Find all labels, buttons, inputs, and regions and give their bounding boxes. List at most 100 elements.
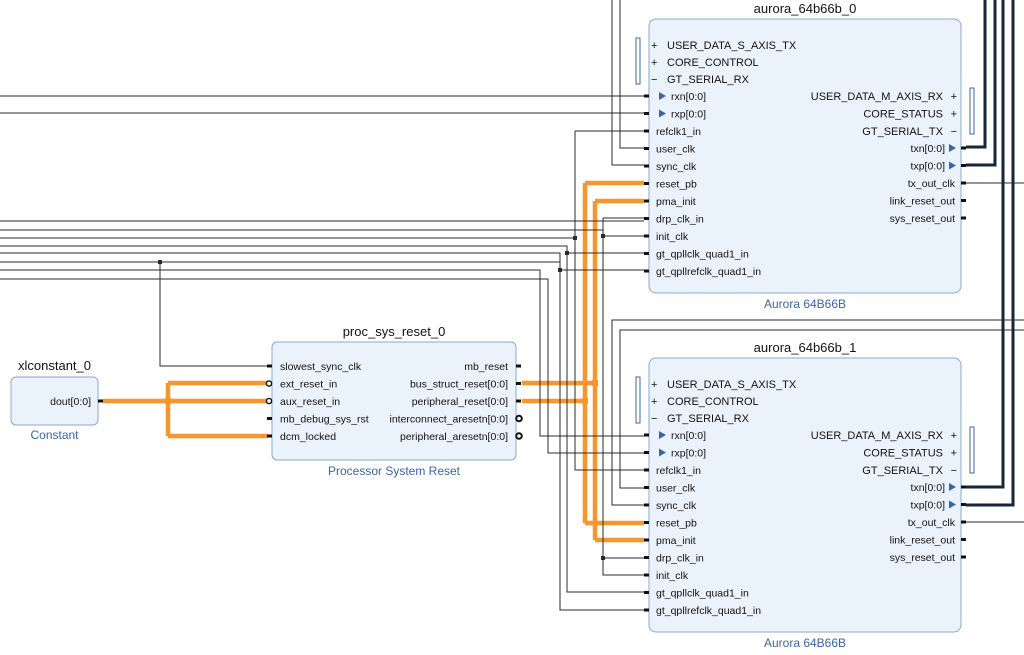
- port-txn[0:0]: txn[0:0]: [911, 143, 946, 155]
- port-pin[interactable]: [644, 468, 649, 472]
- expand-icon[interactable]: +: [951, 448, 957, 460]
- port-pin[interactable]: [961, 164, 966, 167]
- port-pin-inverted[interactable]: [265, 397, 273, 405]
- interface-bus-icon: [969, 426, 975, 474]
- interface-user_data_s_axis_tx: USER_DATA_S_AXIS_TX: [667, 40, 797, 52]
- interface-core_status: CORE_STATUS: [863, 109, 943, 121]
- port-link_reset_out: link_reset_out: [890, 535, 955, 547]
- block-ip-name: Aurora 64B66B: [764, 297, 846, 311]
- wires-layer: [0, 0, 1024, 611]
- port-pin[interactable]: [644, 573, 649, 577]
- port-pin[interactable]: [644, 147, 649, 150]
- interface-gt_serial_tx: GT_SERIAL_TX: [862, 126, 943, 138]
- port-pin[interactable]: [644, 433, 649, 437]
- expand-icon[interactable]: +: [651, 396, 657, 408]
- block-body[interactable]: [648, 357, 962, 633]
- port-sync_clk: sync_clk: [656, 161, 697, 173]
- port-pin[interactable]: [516, 382, 521, 385]
- port-pin[interactable]: [516, 399, 521, 403]
- port-pin[interactable]: [644, 556, 649, 559]
- port-pin[interactable]: [961, 146, 966, 150]
- port-pin[interactable]: [961, 503, 966, 506]
- port-refclk1_in: refclk1_in: [656, 465, 701, 477]
- block-ip-name: Constant: [30, 428, 79, 442]
- port-pin[interactable]: [961, 538, 966, 541]
- port-pin[interactable]: [644, 129, 649, 133]
- port-pin[interactable]: [644, 538, 649, 542]
- port-pin[interactable]: [644, 486, 649, 489]
- port-pin[interactable]: [961, 181, 966, 185]
- port-sys_reset_out: sys_reset_out: [890, 213, 955, 225]
- port-pin[interactable]: [644, 591, 649, 594]
- interface-core_control: CORE_CONTROL: [667, 396, 759, 408]
- port-pin[interactable]: [644, 608, 649, 612]
- block-title: xlconstant_0: [18, 358, 91, 373]
- expand-icon[interactable]: +: [951, 109, 957, 121]
- port-pin[interactable]: [644, 182, 649, 185]
- port-reset_pb: reset_pb: [656, 518, 697, 530]
- port-drp_clk_in: drp_clk_in: [656, 553, 704, 565]
- port-pin-inverted[interactable]: [515, 414, 523, 423]
- collapse-icon[interactable]: −: [951, 126, 957, 138]
- port-pin[interactable]: [267, 434, 272, 438]
- port-pma_init: pma_init: [656, 535, 696, 547]
- port-rxn[0:0]: rxn[0:0]: [671, 91, 706, 103]
- expand-icon[interactable]: +: [651, 379, 657, 391]
- collapse-icon[interactable]: −: [651, 74, 657, 86]
- port-pin[interactable]: [644, 112, 649, 115]
- port-arrow-icon: [949, 161, 956, 170]
- port-pin[interactable]: [644, 217, 649, 220]
- port-pin[interactable]: [644, 234, 649, 238]
- port-mb_debug_sys_rst: mb_debug_sys_rst: [280, 414, 369, 426]
- port-user_clk: user_clk: [656, 483, 696, 495]
- port-peripheral_reset[0:0]: peripheral_reset[0:0]: [412, 396, 508, 408]
- port-pin[interactable]: [644, 521, 649, 524]
- expand-icon[interactable]: +: [651, 57, 657, 69]
- port-aux_reset_in: aux_reset_in: [280, 396, 340, 408]
- port-pin[interactable]: [644, 199, 649, 203]
- port-pin[interactable]: [961, 555, 966, 559]
- port-tx_out_clk: tx_out_clk: [908, 178, 956, 190]
- port-pin[interactable]: [516, 364, 521, 368]
- bus-txp-0[interactable]: [966, 0, 997, 167]
- port-pin[interactable]: [961, 199, 966, 202]
- expand-icon[interactable]: +: [951, 91, 957, 103]
- expand-icon[interactable]: +: [651, 40, 657, 52]
- port-pin-inverted[interactable]: [265, 380, 273, 387]
- port-sync_clk: sync_clk: [656, 500, 697, 512]
- collapse-icon[interactable]: −: [951, 465, 957, 477]
- port-pin[interactable]: [267, 364, 272, 368]
- port-pin[interactable]: [644, 252, 649, 255]
- port-pin[interactable]: [644, 164, 649, 168]
- port-gt_qpllrefclk_quad1_in: gt_qpllrefclk_quad1_in: [656, 266, 761, 278]
- expand-icon[interactable]: +: [951, 430, 957, 442]
- port-pin-inverted[interactable]: [515, 432, 523, 440]
- port-pin[interactable]: [267, 417, 272, 420]
- port-refclk1_in: refclk1_in: [656, 126, 701, 138]
- bus-txn-1[interactable]: [966, 0, 1005, 489]
- port-arrow-icon: [659, 448, 666, 457]
- port-pin[interactable]: [644, 451, 649, 454]
- port-pin[interactable]: [644, 269, 649, 273]
- port-pin[interactable]: [961, 485, 966, 489]
- bus-txp-1[interactable]: [966, 0, 1015, 507]
- port-slowest_sync_clk: slowest_sync_clk: [280, 361, 362, 373]
- port-pin[interactable]: [644, 94, 649, 98]
- collapse-icon[interactable]: −: [651, 413, 657, 425]
- port-link_reset_out: link_reset_out: [890, 196, 955, 208]
- port-pin[interactable]: [644, 503, 649, 507]
- port-pin[interactable]: [961, 520, 966, 524]
- interface-user_data_s_axis_tx: USER_DATA_S_AXIS_TX: [667, 379, 797, 391]
- port-pin[interactable]: [961, 216, 966, 220]
- block-body[interactable]: [648, 18, 962, 294]
- bus-txn-0[interactable]: [966, 0, 987, 149]
- port-arrow-icon: [659, 109, 666, 118]
- port-pin[interactable]: [98, 399, 103, 403]
- interface-gt_serial_rx: GT_SERIAL_RX: [667, 74, 750, 86]
